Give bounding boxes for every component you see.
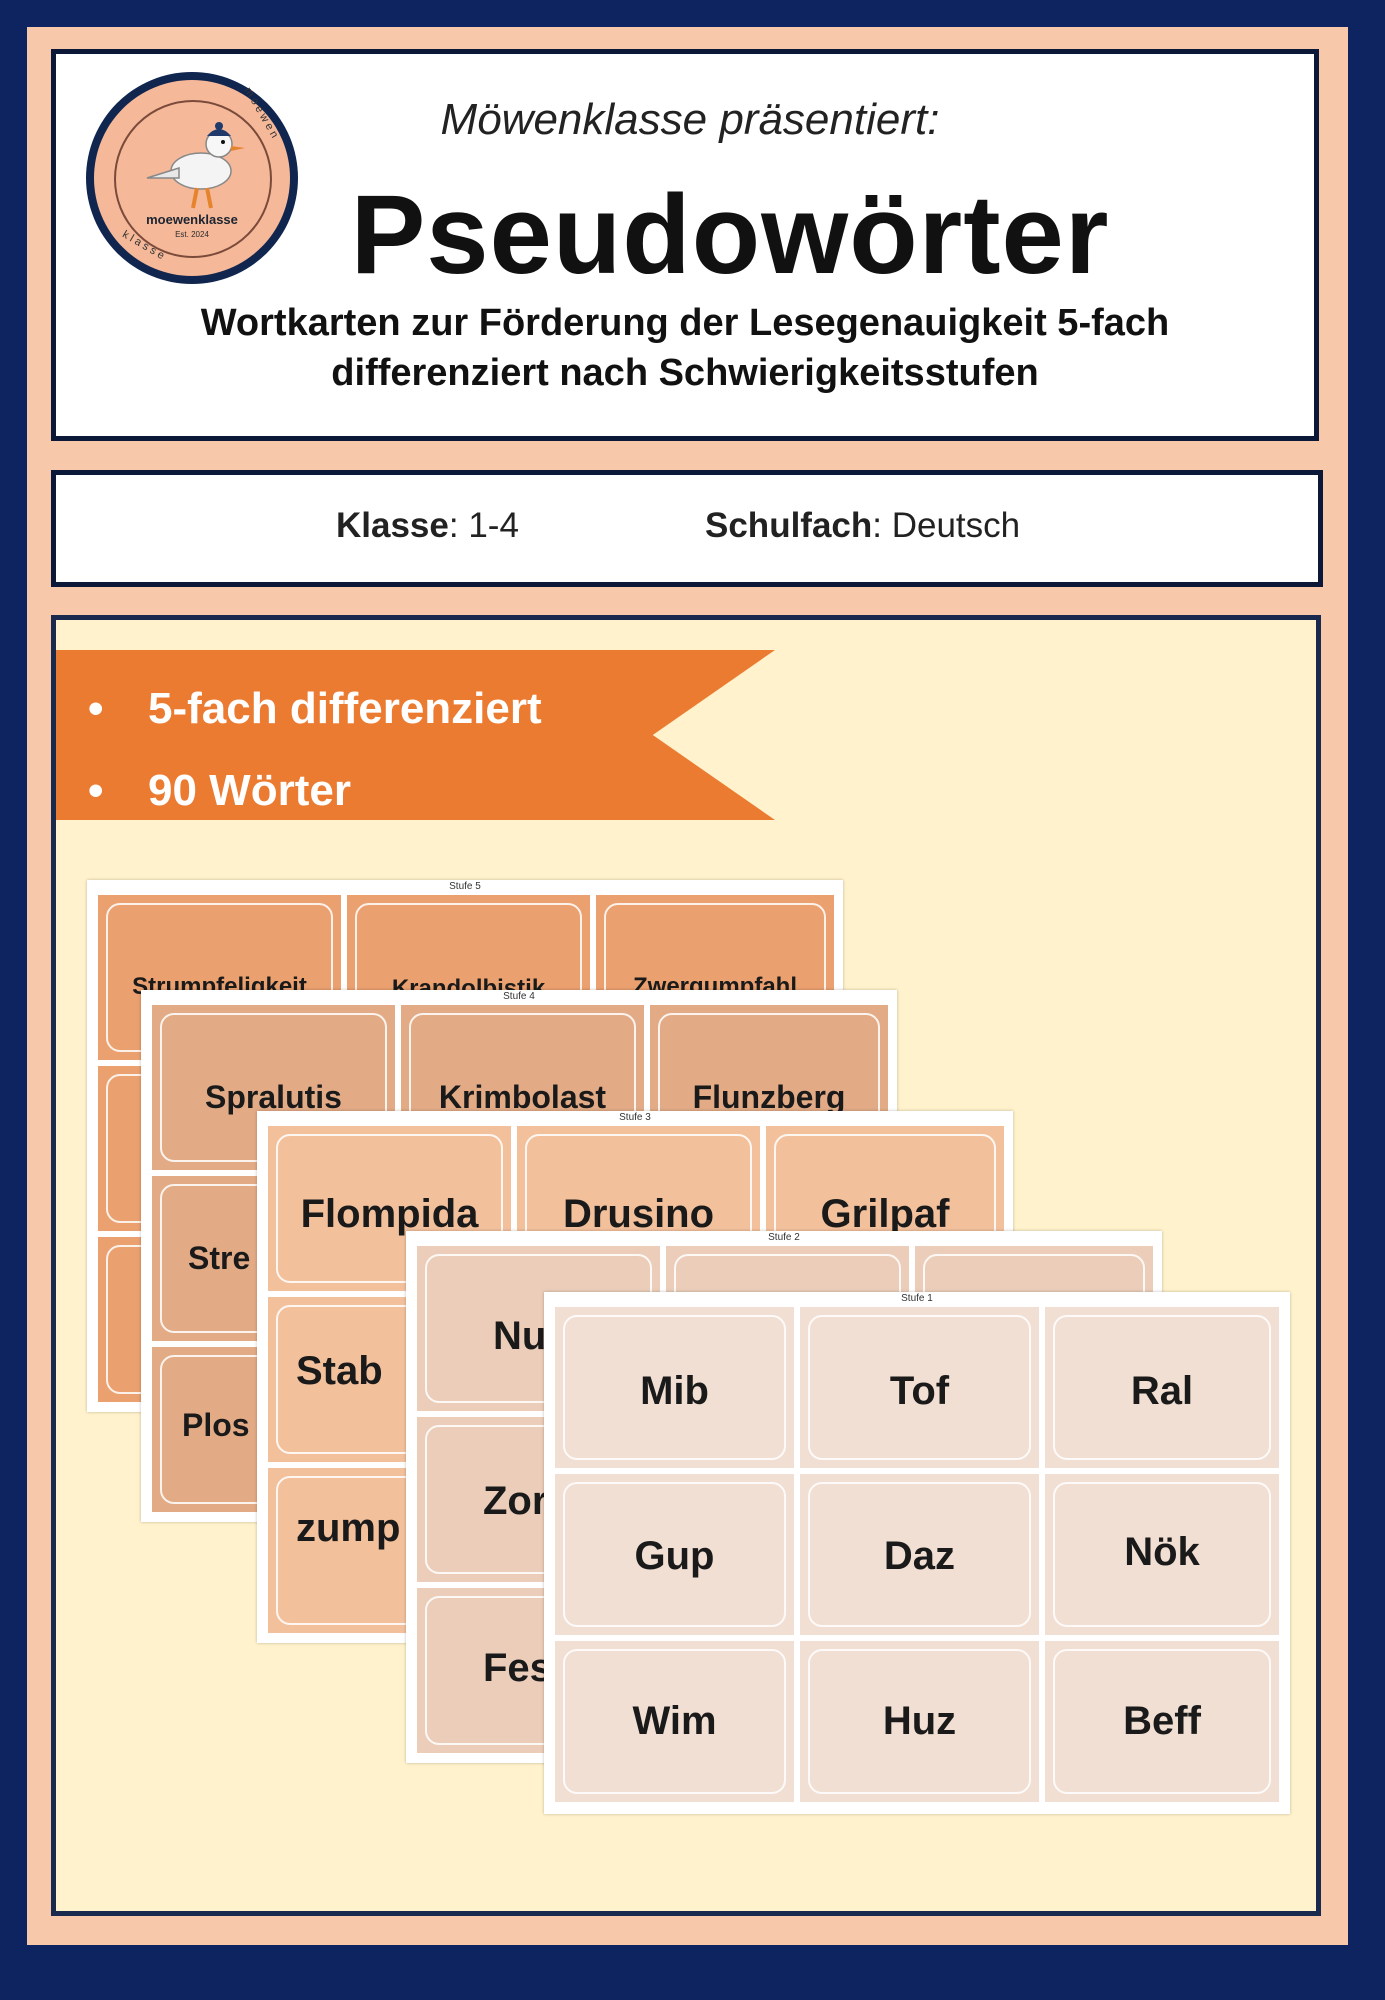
grade-value: : 1-4: [448, 506, 519, 545]
word-text: Tof: [889, 1369, 950, 1413]
word-text: Nu: [493, 1314, 547, 1358]
sheet-label: Stufe 2: [768, 1232, 800, 1243]
subject-value: : Deutsch: [872, 506, 1021, 545]
word-text: Stab: [296, 1349, 383, 1393]
word-card: Nök: [1042, 1471, 1282, 1638]
word-card: Beff: [1042, 1638, 1282, 1805]
word-card: Gup: [552, 1471, 797, 1638]
word-text: Mib: [640, 1369, 709, 1413]
word-card: Daz: [797, 1471, 1042, 1638]
word-text: Fes: [483, 1646, 552, 1690]
presenter-line: Möwenklasse präsentiert:: [440, 95, 940, 144]
page-title: Pseudowörter: [350, 172, 1110, 297]
word-text: Daz: [883, 1534, 956, 1578]
word-text: zump: [296, 1506, 401, 1550]
description-line-2: differenziert nach Schwierigkeitsstufen: [331, 352, 1039, 394]
description: Wortkarten zur Förderung der Lesegenauig…: [70, 298, 1300, 398]
word-text: Grilpaf: [820, 1192, 950, 1236]
word-text: Ral: [1130, 1369, 1194, 1413]
info-box: [51, 470, 1323, 587]
word-text: Huz: [882, 1699, 957, 1743]
sheet-label: Stufe 5: [449, 881, 481, 892]
word-text: Flompida: [300, 1192, 479, 1236]
sheet-label: Stufe 4: [503, 991, 535, 1002]
sheet-label: Stufe 3: [619, 1112, 651, 1123]
word-text: Zor: [483, 1479, 548, 1523]
word-card: Ral: [1042, 1304, 1282, 1471]
description-line-1: Wortkarten zur Förderung der Lesegenauig…: [200, 302, 1170, 344]
word-text: Krimbolast: [438, 1079, 607, 1115]
word-text: Spralutis: [205, 1079, 342, 1115]
logo-est: Est. 2024: [175, 230, 209, 239]
word-text: Flunzberg: [692, 1079, 846, 1115]
seagull-icon: [146, 122, 245, 209]
word-text: Beff: [1123, 1699, 1201, 1743]
grade-info: Klasse: 1-4: [336, 506, 519, 546]
word-text: Drusino: [562, 1192, 715, 1236]
word-card: Tof: [797, 1304, 1042, 1471]
word-text: Gup: [634, 1534, 715, 1578]
card-sheet-stufe-1: Stufe 1 Mib Tof Ral Gup Daz Nök Wim Huz …: [544, 1292, 1290, 1814]
word-card: Mib: [552, 1304, 797, 1471]
word-text: Nök: [1124, 1530, 1200, 1574]
feature-item-1: •5-fach differenziert: [88, 684, 542, 733]
logo-name: moewenklasse: [146, 212, 238, 227]
word-card: Wim: [552, 1638, 797, 1805]
grade-label: Klasse: [336, 506, 449, 545]
moewenklasse-logo: moewenklasse Est. 2024 moewen klasse: [86, 72, 298, 284]
word-text: Stre: [188, 1240, 251, 1276]
sheet-label: Stufe 1: [901, 1293, 933, 1304]
word-card: Huz: [797, 1638, 1042, 1805]
word-text: Plos: [182, 1407, 250, 1443]
feature-item-2: •90 Wörter: [88, 766, 351, 815]
subject-info: Schulfach: Deutsch: [705, 506, 1020, 546]
main-panel: •5-fach differenziert •90 Wörter Stufe 5…: [51, 615, 1321, 1916]
subject-label: Schulfach: [705, 506, 873, 545]
word-text: Wim: [632, 1699, 717, 1743]
